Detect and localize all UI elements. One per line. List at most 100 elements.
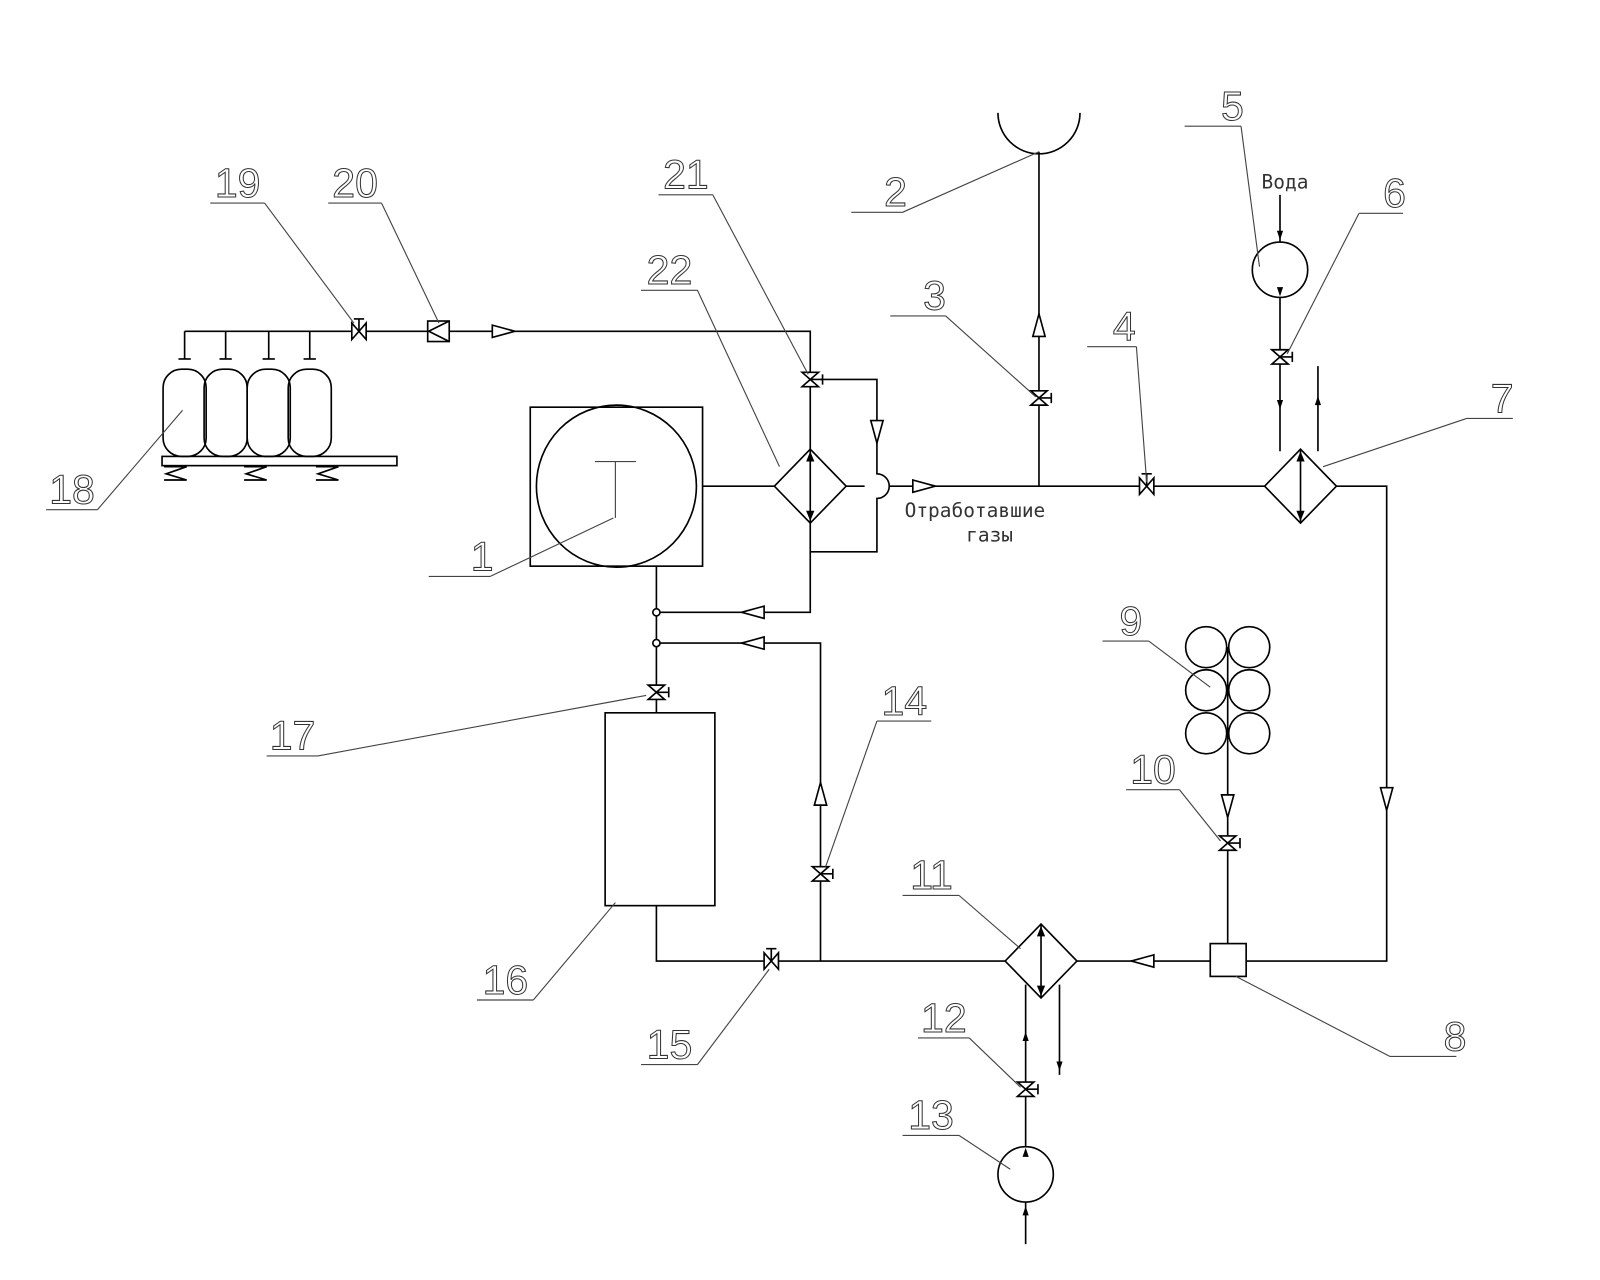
flow-arrowhead bbox=[1022, 1206, 1029, 1216]
callout-label-14: 14 bbox=[882, 678, 928, 724]
callout-label-17: 17 bbox=[270, 713, 316, 759]
pipelines bbox=[183, 151, 1388, 1245]
flow-arrow-icon bbox=[738, 605, 765, 620]
flow-arrowhead bbox=[1056, 1061, 1063, 1071]
water-pump-lower bbox=[997, 1145, 1055, 1203]
valve-handle-icon bbox=[810, 374, 824, 385]
valve-handle-icon bbox=[1038, 392, 1053, 404]
flow-arrowhead bbox=[1276, 400, 1284, 410]
gas-cylinder bbox=[162, 368, 207, 458]
gas-cylinder bbox=[203, 368, 248, 458]
gas-bottle bbox=[1184, 668, 1228, 712]
exhaust-caption-line1: Отработавшие bbox=[905, 499, 1046, 522]
cylinder-manifold bbox=[183, 331, 311, 359]
cylinder-rack bbox=[161, 455, 398, 481]
gas-bottle bbox=[1227, 711, 1271, 755]
callout-leader bbox=[46, 409, 183, 511]
callout-label-1: 1 bbox=[471, 533, 494, 579]
callout-label-9: 9 bbox=[1119, 598, 1142, 644]
callout-label-11: 11 bbox=[910, 852, 953, 898]
callout-label-20: 20 bbox=[332, 160, 378, 206]
callout-label-8: 8 bbox=[1444, 1013, 1467, 1059]
exhaust-line bbox=[702, 485, 1388, 962]
valve-handle-icon bbox=[1227, 837, 1241, 849]
callout-label-4: 4 bbox=[1113, 304, 1136, 350]
mixer-box bbox=[1209, 942, 1247, 978]
flow-arrow-icon bbox=[1128, 953, 1155, 969]
gas-bottle bbox=[1184, 711, 1228, 755]
flow-arrow-icon bbox=[1220, 794, 1235, 821]
engine bbox=[529, 404, 704, 568]
callout-label-6: 6 bbox=[1383, 170, 1406, 216]
callout-label-3: 3 bbox=[923, 273, 946, 319]
junction bbox=[651, 638, 661, 648]
flow-arrow-icon bbox=[813, 779, 828, 806]
flow-arrow-icon bbox=[1031, 310, 1047, 338]
callout-leader bbox=[917, 1037, 1021, 1088]
callout-label-19: 19 bbox=[215, 160, 261, 206]
flow-arrow-icon bbox=[491, 324, 518, 339]
callout-leader bbox=[658, 194, 809, 375]
bottom-line bbox=[655, 905, 1211, 962]
gas-bottle bbox=[1227, 625, 1271, 669]
callout-leader bbox=[1126, 789, 1221, 842]
flow-arrow-icon bbox=[912, 478, 939, 494]
gas-cylinder bbox=[287, 368, 333, 458]
return-line bbox=[656, 642, 822, 962]
callout-leader bbox=[1286, 212, 1404, 355]
callout-leader bbox=[851, 151, 1040, 213]
callout-label-15: 15 bbox=[647, 1021, 693, 1067]
exhaust-caption-line2: газы bbox=[966, 524, 1013, 547]
gas-bottle bbox=[1227, 668, 1271, 712]
valve-handle-icon bbox=[820, 868, 834, 879]
callout-leader bbox=[890, 315, 1037, 398]
callout-label-7: 7 bbox=[1491, 375, 1514, 421]
callout-leader bbox=[902, 1134, 1011, 1170]
flow-arrowhead bbox=[1276, 230, 1284, 240]
callout-leader bbox=[825, 720, 932, 867]
callout-leader bbox=[1235, 975, 1457, 1057]
callout-label-12: 12 bbox=[921, 995, 967, 1041]
water-line-lower bbox=[1024, 984, 1061, 1245]
callout-leader bbox=[1087, 346, 1148, 483]
callout-leader bbox=[1184, 125, 1261, 267]
callout-leader bbox=[902, 894, 1021, 950]
valve-icon bbox=[1015, 1081, 1037, 1098]
flow-arrowhead bbox=[1022, 1031, 1029, 1042]
water-pump-upper bbox=[1251, 241, 1309, 299]
flow-arrow-icon bbox=[738, 635, 765, 651]
valve-handle-icon bbox=[1280, 351, 1294, 363]
flow-arrow-icon bbox=[869, 419, 885, 447]
junction bbox=[651, 607, 661, 617]
receiver bbox=[997, 112, 1081, 155]
gas-supply-line bbox=[184, 330, 812, 614]
valve-handle-icon bbox=[766, 947, 777, 962]
callout-label-16: 16 bbox=[483, 957, 529, 1003]
gas-cylinder bbox=[246, 368, 292, 458]
callout-label-5: 5 bbox=[1221, 83, 1244, 129]
callout-leader bbox=[328, 202, 440, 324]
callout-leader bbox=[428, 517, 614, 577]
callout-label-22: 22 bbox=[647, 247, 693, 293]
check-valve bbox=[426, 320, 451, 343]
flow-arrowhead bbox=[1022, 1147, 1029, 1157]
flow-arrowhead bbox=[1314, 395, 1322, 406]
tank bbox=[604, 712, 716, 907]
water-line-upper bbox=[1279, 194, 1319, 452]
valve-handle-icon bbox=[1025, 1084, 1039, 1095]
flow-arrow-icon bbox=[1379, 786, 1394, 814]
callout-leader bbox=[641, 968, 770, 1066]
water-caption: Вода bbox=[1262, 171, 1309, 194]
callout-leader bbox=[476, 902, 616, 1001]
callout-leader bbox=[266, 694, 647, 757]
callout-label-13: 13 bbox=[908, 1092, 954, 1138]
callout-label-21: 21 bbox=[663, 152, 709, 198]
callout-leader bbox=[1322, 417, 1513, 468]
callout-label-18: 18 bbox=[49, 467, 95, 513]
callout-leader bbox=[641, 289, 780, 467]
valve-handle-icon bbox=[353, 318, 365, 332]
flow-arrowhead bbox=[1276, 287, 1284, 297]
callout-label-2: 2 bbox=[884, 169, 907, 215]
